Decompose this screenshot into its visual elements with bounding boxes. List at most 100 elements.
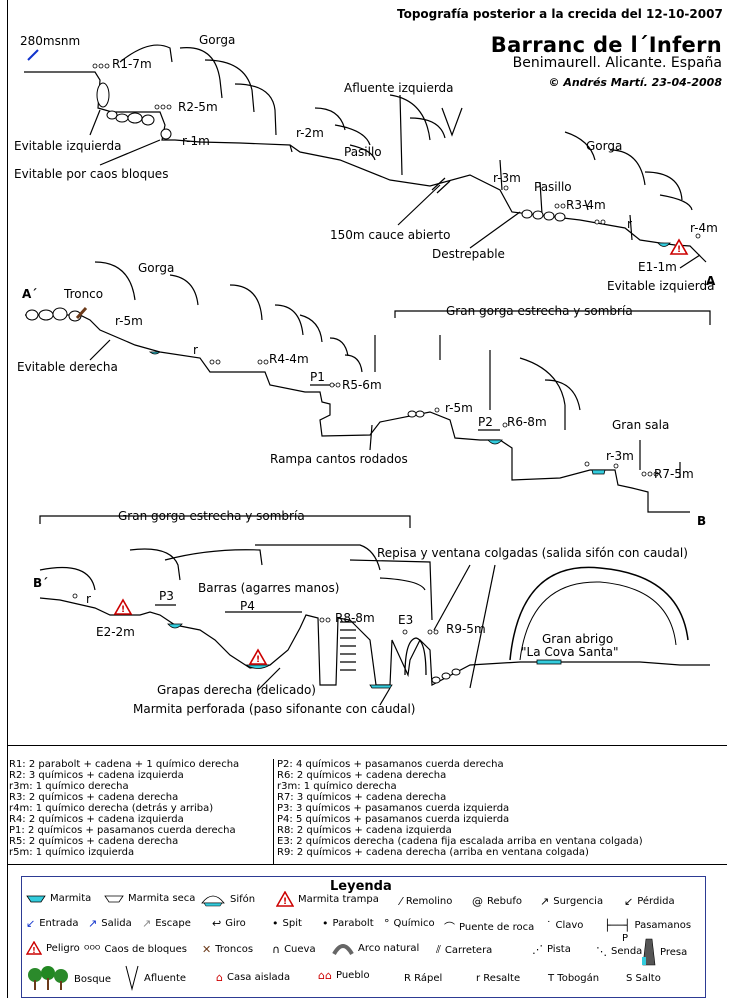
destrepable-label: Destrepable — [432, 247, 505, 261]
legend-label: Parabolt — [332, 918, 374, 929]
legend-item-remolino: ⁄ Remolino — [400, 895, 452, 908]
e3-arrow — [433, 564, 471, 631]
legend-item-rebufo: @ Rebufo — [472, 895, 522, 908]
section-a-end-marker: A — [706, 274, 716, 288]
legend-label: Puente de roca — [459, 921, 535, 933]
gran-abrigo-label: Gran abrigo — [542, 632, 614, 646]
legend-item-resalte: r Resalte — [476, 973, 520, 984]
tronco-label: Tronco — [64, 287, 104, 301]
note-line: R4: 2 químicos + cadena izquierda — [9, 814, 184, 825]
evit-izq2-label: Evitable izquierda — [607, 279, 715, 293]
repisa-arrow — [469, 564, 496, 689]
legend-item-rapel: R Rápel — [404, 973, 442, 984]
pasillo2-label: Pasillo — [534, 180, 572, 194]
legend-item-arco: Arco natural — [332, 941, 419, 955]
legend-item-marmita-trampa: ! Marmita trampa — [276, 891, 379, 907]
house-icon: ⌂ — [216, 971, 223, 984]
troncos-icon: ✕ — [202, 943, 212, 956]
r88-label: R8-8m — [335, 611, 375, 625]
gran-gorga-c-label: Gran gorga estrecha y sombría — [118, 509, 305, 523]
p4-label: P4 — [240, 599, 255, 613]
legend-item-tobogan: T Tobogán — [548, 973, 599, 984]
marmita-perf-arrow — [379, 687, 391, 706]
section-c-start-marker: B´ — [33, 576, 49, 590]
legend-item-quimico: ° Químico — [384, 917, 435, 930]
note-line: P3: 3 químicos + pasamanos cuerda izquie… — [277, 803, 510, 814]
cauce-label: 150m cauce abierto — [330, 228, 451, 242]
legend-item-parabolt: • Parabolt — [322, 917, 374, 930]
clavo-icon: ˙ — [546, 919, 552, 932]
gran-gorga-b-label: Gran gorga estrecha y sombría — [446, 304, 633, 318]
r44-label: R4-4m — [269, 352, 309, 366]
r-small-b: r — [193, 343, 198, 357]
legend-label: Presa — [660, 946, 688, 958]
legend-label: Pista — [547, 944, 571, 955]
legend-label: Pueblo — [335, 970, 370, 981]
legend-label: Peligro — [46, 942, 80, 954]
map-subtitle: Benimaurell. Alicante. España — [512, 55, 722, 71]
legend-label: Marmita seca — [128, 893, 196, 904]
legend-item-puente-roca: ⌒ Puente de roca — [444, 919, 534, 935]
arco-natural-icon — [332, 944, 354, 955]
note-line: r5m: 1 químico izquierda — [9, 847, 135, 858]
note-line: E3: 2 químicos derecha (cadena fija esca… — [277, 836, 643, 847]
legend-label: Afluente — [144, 972, 187, 984]
giro-icon: ↩ — [212, 917, 222, 930]
legend-label: Entrada — [39, 918, 79, 929]
legend-item-pista: ⋰ Pista — [532, 943, 571, 956]
gorga-b-label: Gorga — [138, 261, 175, 275]
legend-label: Cueva — [284, 944, 316, 955]
legend-label: Escape — [155, 918, 191, 929]
note-line: R9: 2 químicos + cadena derecha (arriba … — [277, 847, 589, 858]
legend-item-peligro: ! Peligro — [26, 941, 80, 955]
section-b-end-marker: B — [697, 514, 707, 528]
legend-item-senda: ⋱ Senda — [596, 945, 642, 958]
notes-right: P2: 4 químicos + pasamanos cuerda derech… — [275, 759, 643, 858]
canyon-profile: !!! — [24, 44, 711, 706]
repisa-label: Repisa y ventana colgadas (salida sifón … — [377, 546, 688, 560]
note-line: r3m: 1 químico derecha — [9, 781, 129, 792]
legend-item-casa: ⌂ Casa aislada — [216, 971, 290, 984]
boulders-icon: ᴼᴼᴼ — [84, 943, 101, 956]
r1-label: R1-7m — [112, 57, 152, 71]
note-line: R5: 2 químicos + cadena derecha — [9, 836, 179, 847]
cueva-icon: ∩ — [272, 943, 281, 956]
evit-caos-label: Evitable por caos bloques — [14, 167, 169, 181]
note-line: R3: 2 químicos + cadena derecha — [9, 792, 179, 803]
note-line: r4m: 1 químico derecha (detrás y arriba) — [9, 803, 214, 814]
evit-caos-arrow — [99, 139, 161, 166]
p2-label: P2 — [478, 415, 493, 429]
sifon-icon — [201, 895, 225, 907]
map-author: © Andrés Martí. 23-04-2008 — [548, 76, 722, 89]
p3-label: P3 — [159, 589, 174, 603]
legend-label: Senda — [611, 946, 643, 957]
note-line: R8: 2 químicos + cadena izquierda — [277, 825, 452, 836]
presa-icon — [642, 938, 656, 966]
svg-text:!: ! — [283, 897, 287, 907]
legend-label: Spit — [282, 918, 302, 929]
note-line: P2: 4 químicos + pasamanos cuerda derech… — [277, 759, 504, 770]
escape-arrow-icon: ↗ — [142, 917, 152, 930]
gran-sala-label: Gran sala — [612, 418, 670, 432]
r4m-label: r-4m — [690, 221, 718, 235]
legend-item-giro: ↩ Giro — [212, 917, 246, 930]
r5m-b-label: r-5m — [445, 401, 473, 415]
legend-label: S Salto — [626, 973, 661, 984]
evit-der-label: Evitable derecha — [17, 360, 118, 374]
legend-item-surgencia: ↗ Surgencia — [540, 895, 603, 908]
grapas-ladder — [340, 621, 356, 671]
r-small-a: r — [627, 217, 632, 231]
legend-item-pasamanos: ├──┤ Pasamanos — [604, 919, 691, 932]
legend-item-escape: ↗ Escape — [142, 917, 191, 930]
legend-label: r Resalte — [476, 973, 521, 984]
r3m-b-label: r-3m — [606, 449, 634, 463]
legend-item-marmita-seca: Marmita seca — [104, 893, 195, 904]
e1-label: E1-1m — [638, 260, 677, 274]
marmita-seca-icon — [104, 895, 124, 902]
legend-label: Químico — [393, 918, 435, 929]
legend-pasamanos-p: P — [622, 933, 628, 944]
warning-triangle-icon: ! — [26, 941, 42, 955]
pasillo1-label: Pasillo — [344, 145, 382, 159]
legend-label: Pérdida — [637, 896, 675, 907]
afluente-arrow — [397, 184, 441, 226]
